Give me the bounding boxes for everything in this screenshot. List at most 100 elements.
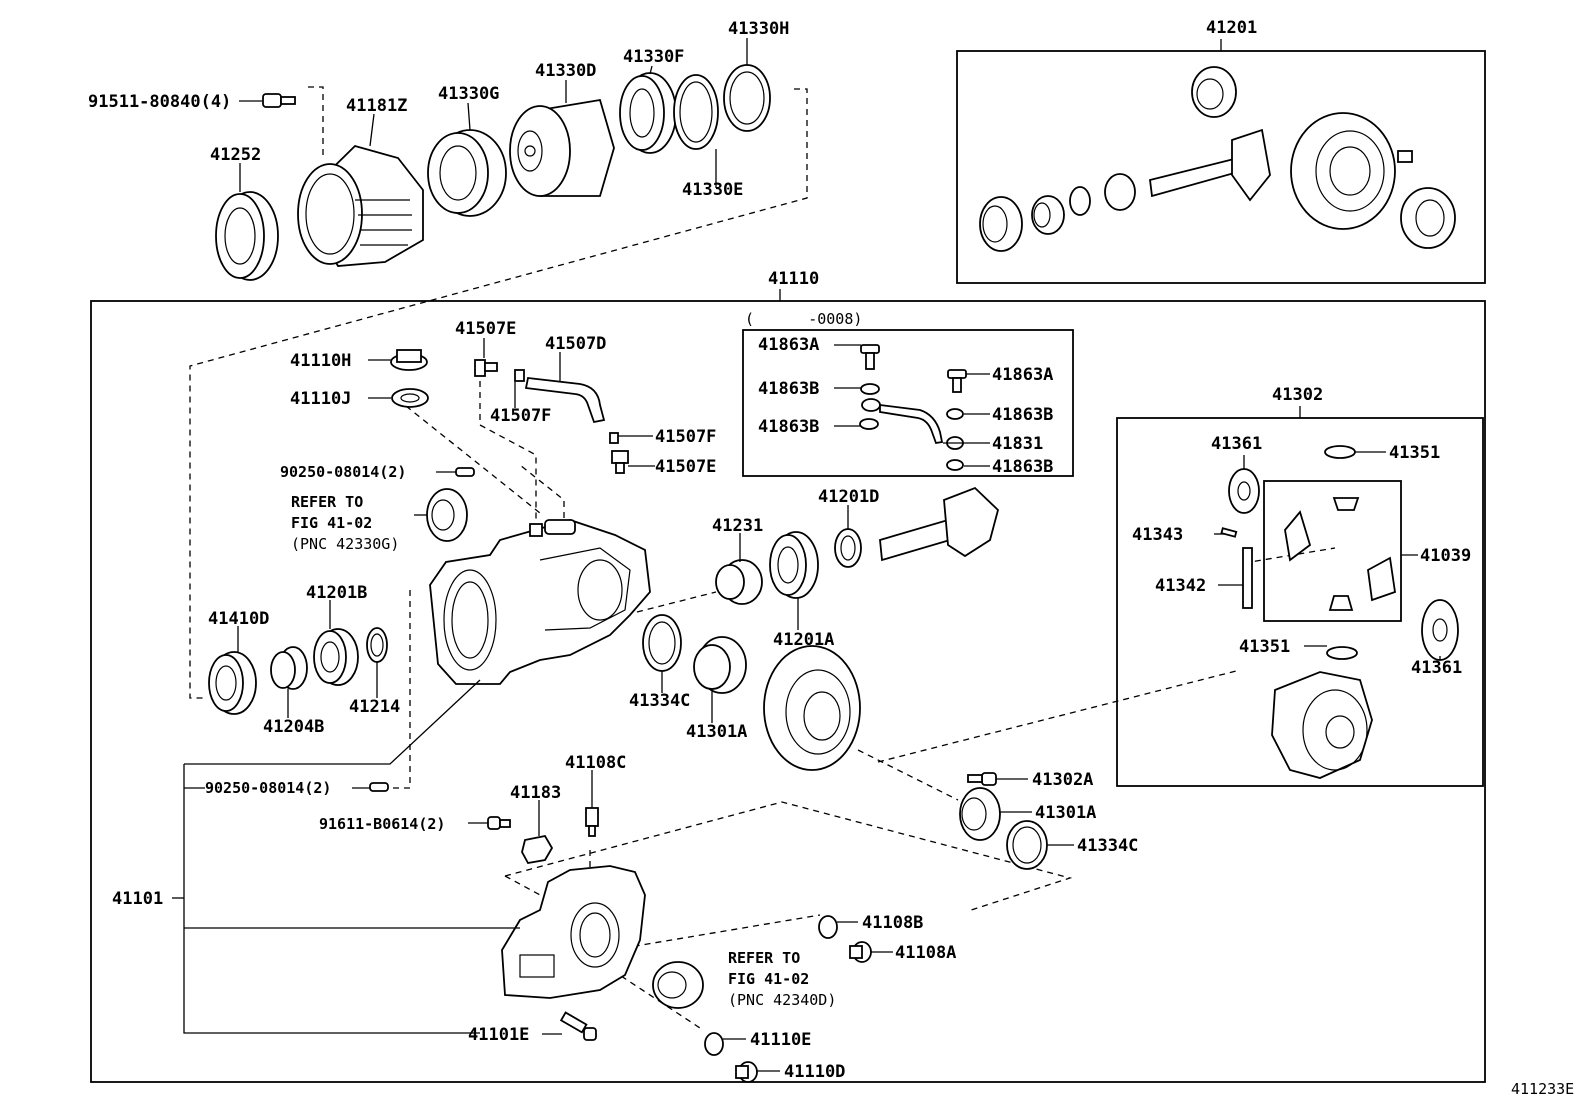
ring-gear-icon: [763, 645, 861, 771]
fitting-41507e-icon: [474, 359, 498, 377]
label-41330f: 41330F: [623, 47, 684, 67]
label-41110e: 41110E: [750, 1030, 811, 1050]
label-90250-08014: 90250-08014(2): [280, 463, 406, 481]
refer-note-1-line2: FIG 41-02: [291, 514, 372, 532]
differential-parts-icon: [1220, 445, 1459, 779]
label-41039: 41039: [1420, 546, 1471, 566]
label-41101: 41101: [112, 889, 163, 909]
label-41507e-2: 41507E: [655, 457, 716, 477]
breather-group-frame: [742, 329, 1074, 477]
label-41110d: 41110D: [784, 1062, 845, 1082]
label-41302a: 41302A: [1032, 770, 1093, 790]
label-41410d: 41410D: [208, 609, 269, 629]
label-41201a: 41201A: [773, 630, 834, 650]
label-90250-08014-2: 90250-08014(2): [205, 779, 331, 797]
clip-41507f-2-icon: [609, 432, 619, 444]
label-41863b-4: 41863B: [992, 457, 1053, 477]
label-41330g: 41330G: [438, 84, 499, 104]
seal-41231-icon: [715, 559, 763, 605]
bushing-41204b-icon: [270, 646, 308, 690]
label-41330h: 41330H: [728, 19, 789, 39]
sensor-41108c-icon: [585, 807, 599, 837]
label-41351: 41351: [1389, 443, 1440, 463]
plate-41183-icon: [521, 834, 554, 864]
label-41214: 41214: [349, 697, 400, 717]
bearing-41301a-2-icon: [959, 787, 1001, 841]
pinion-group-title: 41201: [1206, 18, 1257, 38]
label-41231: 41231: [712, 516, 763, 536]
label-41101e: 41101E: [468, 1025, 529, 1045]
label-41342: 41342: [1155, 576, 1206, 596]
pinion-41201d-icon: [879, 486, 1000, 562]
label-41204b: 41204B: [263, 717, 324, 737]
bolt-91611-icon: [487, 816, 511, 830]
label-41108c: 41108C: [565, 753, 626, 773]
spacer-41214-icon: [366, 627, 388, 663]
hose-41507d-icon: [524, 377, 606, 424]
refer-note-2-line1: REFER TO: [728, 949, 800, 967]
label-41110h: 41110H: [290, 351, 351, 371]
label-41301a: 41301A: [686, 722, 747, 742]
leader-lines: [172, 38, 1441, 1072]
label-41507f: 41507F: [490, 406, 551, 426]
label-41361-2: 41361: [1411, 658, 1462, 678]
bearing-41330f-icon: [619, 72, 677, 154]
carrier-housing-icon: [429, 519, 651, 685]
label-41330e: 41330E: [682, 180, 743, 200]
fitting-41507e-2-icon: [611, 450, 629, 474]
plug-41108a-icon: [849, 941, 872, 963]
refer-note-2-line2: FIG 41-02: [728, 970, 809, 988]
label-41181z: 41181Z: [346, 96, 407, 116]
oil-seal-41252-icon: [215, 191, 279, 281]
gasket-41108b-icon: [818, 915, 838, 939]
label-41330d: 41330D: [535, 61, 596, 81]
gasket-41110j-icon: [391, 388, 429, 408]
label-41183: 41183: [510, 783, 561, 803]
label-41343: 41343: [1132, 525, 1183, 545]
plug-41110h-icon: [390, 349, 428, 371]
seal-refer-icon: [426, 488, 468, 542]
clip-41507f-icon: [514, 369, 525, 382]
bolt-41252-icon: [262, 93, 296, 108]
label-41110j: 41110J: [290, 389, 351, 409]
label-41252: 41252: [210, 145, 261, 165]
label-41108b: 41108B: [862, 913, 923, 933]
carrier-group-title: 41110: [768, 269, 819, 289]
label-41863b-3: 41863B: [758, 417, 819, 437]
label-41863a: 41863A: [758, 335, 819, 355]
pinion-group-icon: [979, 66, 1456, 252]
label-41201d: 41201D: [818, 487, 879, 507]
seal-41410d-icon: [208, 651, 257, 715]
label-41831: 41831: [992, 434, 1043, 454]
label-41863b: 41863B: [758, 379, 819, 399]
label-41507e: 41507E: [455, 319, 516, 339]
label-41201b: 41201B: [306, 583, 367, 603]
refer-note-1-line3: (PNC 42330G): [291, 535, 399, 553]
label-91511-80840: 91511-80840(4): [88, 92, 231, 112]
seal-refer-2-icon: [652, 961, 704, 1009]
refer-note-1-line1: REFER TO: [291, 493, 363, 511]
label-41507d: 41507D: [545, 334, 606, 354]
bolt-41101e-icon: [559, 1011, 597, 1041]
gasket-41110e-icon: [704, 1032, 724, 1056]
pin-90250-2-icon: [369, 782, 389, 792]
ring-41330h-icon: [723, 64, 771, 132]
refer-note-2-line3: (PNC 42340D): [728, 991, 836, 1009]
pin-90250-icon: [455, 467, 475, 477]
label-41507f-2: 41507F: [655, 427, 716, 447]
label-41108a: 41108A: [895, 943, 956, 963]
extension-housing-41181z-icon: [297, 144, 424, 267]
differential-group-title: 41302: [1272, 385, 1323, 405]
carrier-group-frame: [90, 300, 1486, 1083]
plug-41110d-icon: [735, 1061, 758, 1083]
bearing-41201b-icon: [313, 628, 359, 686]
label-41863b-2: 41863B: [992, 405, 1053, 425]
cover-41101-icon: [501, 865, 646, 999]
label-41301a-2: 41301A: [1035, 803, 1096, 823]
bolt-41302a-icon: [967, 772, 997, 786]
shim-41334c-icon: [642, 614, 682, 672]
shim-41334c-2-icon: [1006, 820, 1048, 870]
label-41334c-2: 41334C: [1077, 836, 1138, 856]
label-41351-2: 41351: [1239, 637, 1290, 657]
